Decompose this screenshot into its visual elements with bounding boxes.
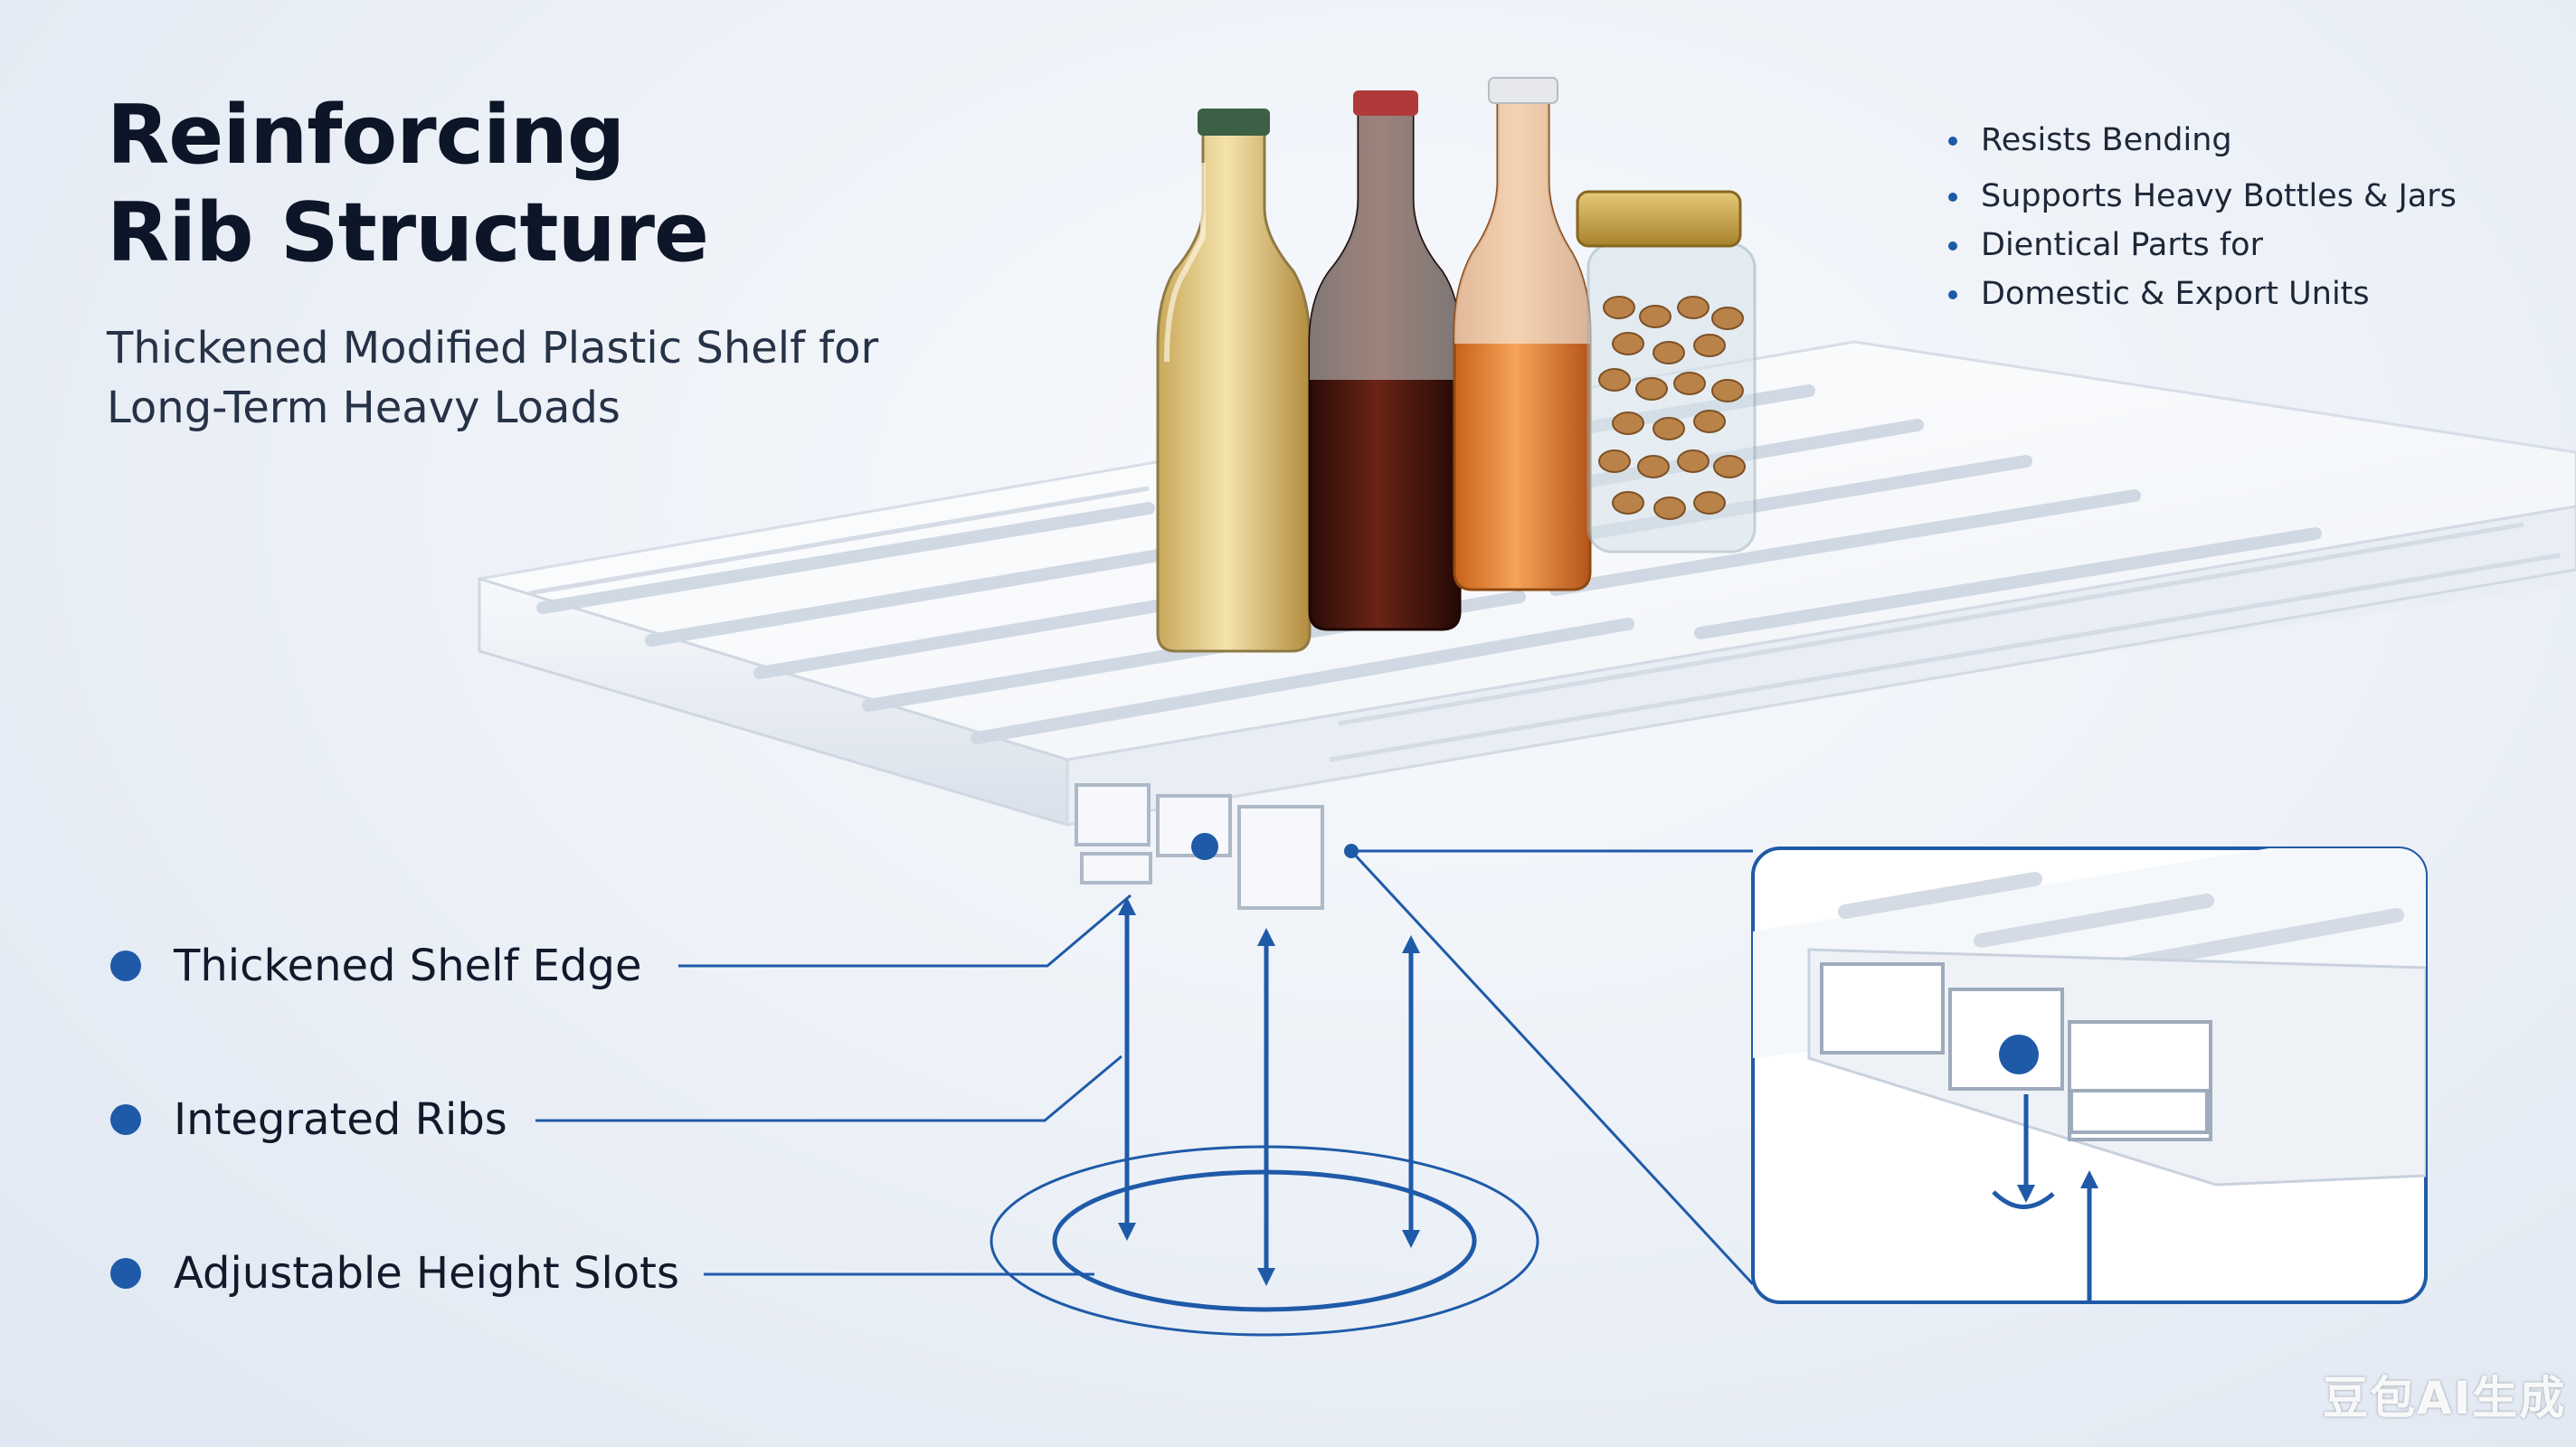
feature-item: Domestic & Export Units [1943, 270, 2457, 318]
callout-leaders [535, 849, 1755, 1286]
bullet-dot-icon [110, 1258, 141, 1289]
subtitle-line-2: Long-Term Heavy Loads [107, 383, 620, 433]
slot-pin-icon [1191, 833, 1218, 860]
bottle-clear [1156, 109, 1312, 653]
load-arrows [990, 897, 1539, 1337]
feature-item: Resists Bending [1943, 116, 2457, 165]
front-rib-cells [1075, 783, 1324, 910]
shelf-slot-grid [528, 486, 2561, 762]
callout-label: Integrated Ribs [174, 1094, 507, 1145]
feature-list: Resists Bending Supports Heavy Bottles &… [1943, 116, 2457, 318]
detail-inset [1751, 846, 2428, 1304]
watermark: 豆包AI生成 [2323, 1372, 2567, 1424]
subtitle: Thickened Modified Plastic Shelf for Lon… [107, 318, 878, 438]
subtitle-line-1: Thickened Modified Plastic Shelf for [107, 323, 879, 374]
bottle-cola [1308, 90, 1462, 631]
callout-height-slots: Adjustable Height Slots [110, 1246, 679, 1300]
rotation-ellipse-icon [1052, 1169, 1477, 1312]
feature-item: Supports Heavy Bottles & Jars [1943, 172, 2457, 221]
bottle-orange [1453, 77, 1592, 591]
slot-pin-icon [1999, 1035, 2039, 1074]
callout-integrated-ribs: Integrated Ribs [110, 1092, 507, 1147]
page-title: Reinforcing Rib Structure [107, 87, 709, 282]
title-line-2: Rib Structure [107, 185, 709, 280]
callout-thickened-edge: Thickened Shelf Edge [110, 939, 641, 993]
title-line-1: Reinforcing [107, 88, 625, 183]
callout-label: Adjustable Height Slots [174, 1248, 679, 1299]
rotation-ellipse-icon [990, 1145, 1539, 1337]
bullet-dot-icon [110, 950, 141, 981]
callout-label: Thickened Shelf Edge [174, 941, 642, 991]
feature-item: Dientical Parts for [1943, 221, 2457, 270]
jar-of-nuts [1576, 190, 1757, 553]
bullet-dot-icon [110, 1104, 141, 1135]
